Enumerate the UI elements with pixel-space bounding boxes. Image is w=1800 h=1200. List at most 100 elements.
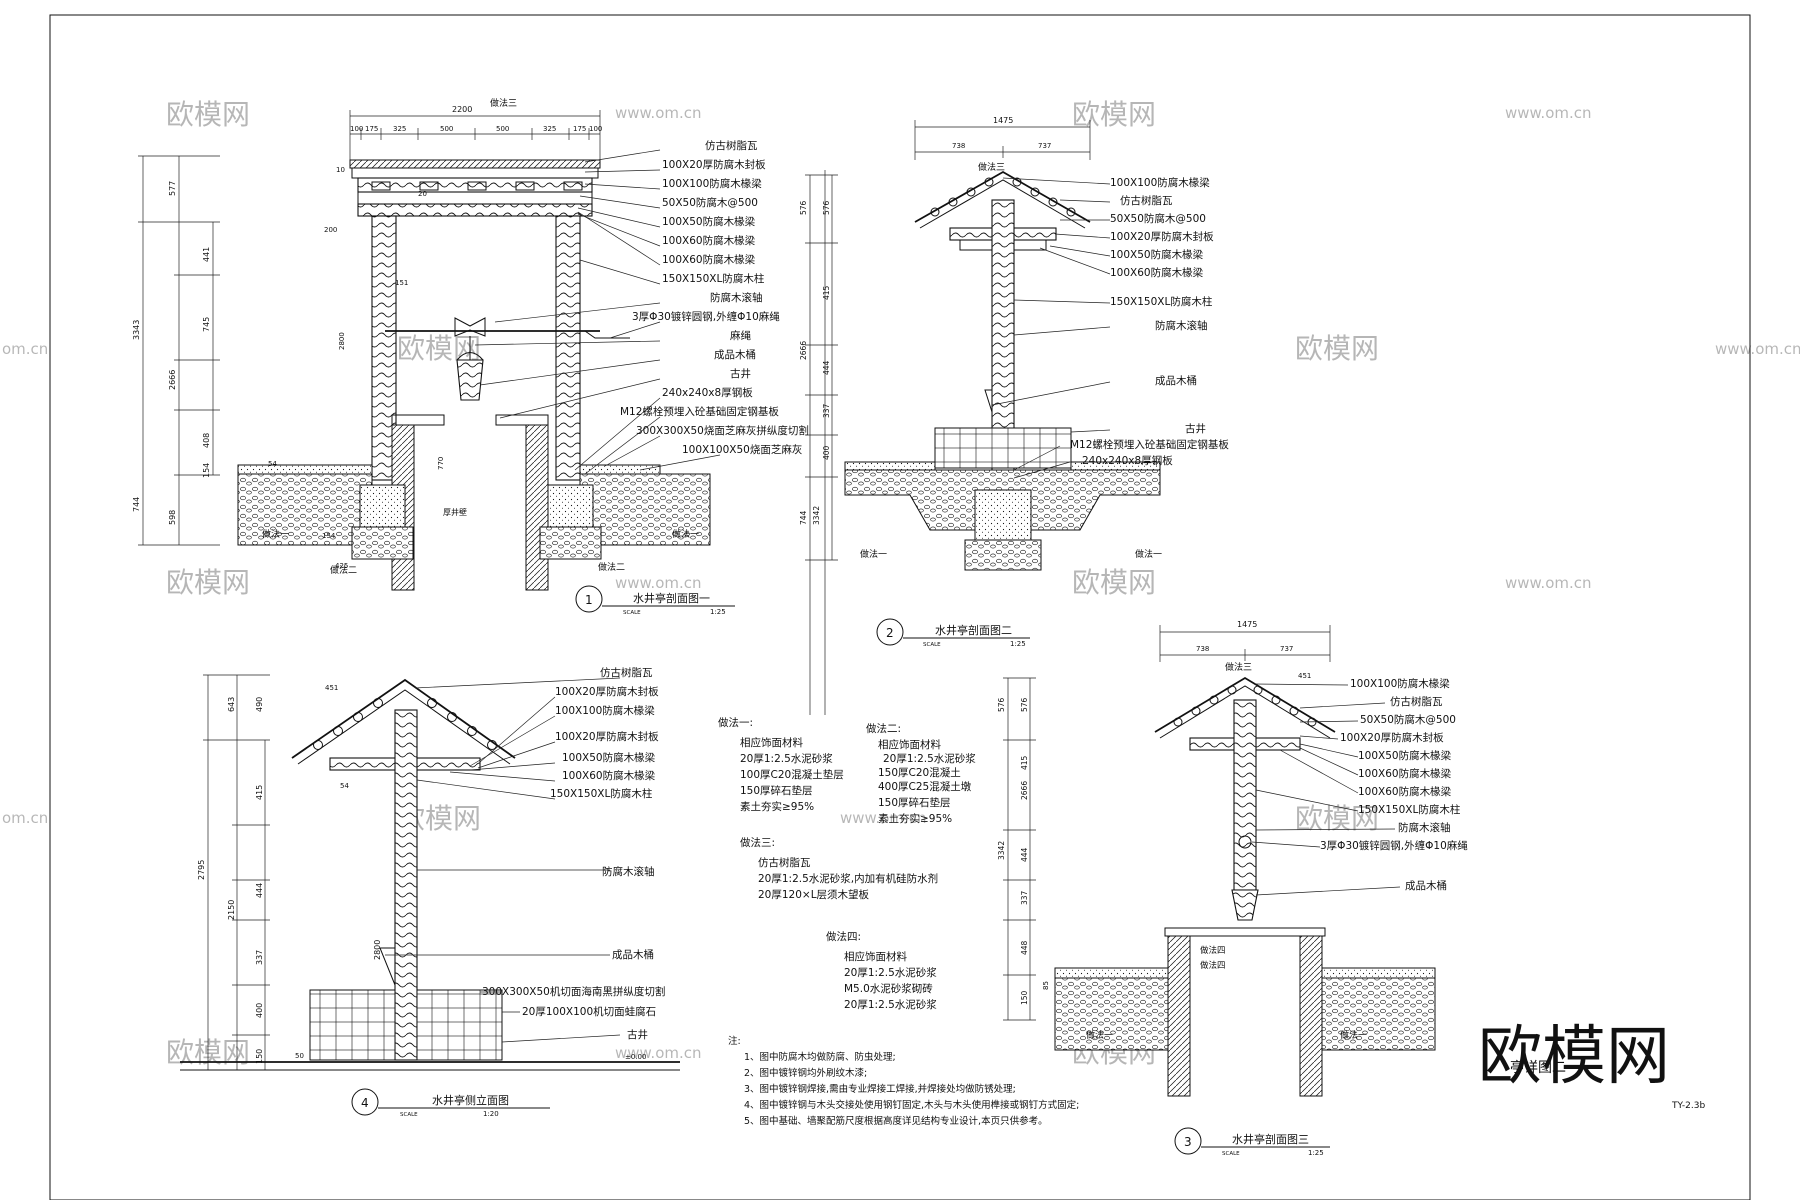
callout-label: 20厚100X100机切面蛙腐石: [522, 1005, 656, 1018]
dim-left: 3343: [132, 320, 141, 340]
note-line: 1、图中防腐木均做防腐、防虫处理;: [744, 1051, 896, 1063]
dim-left: 576: [997, 697, 1006, 712]
method-line: 400厚C25混凝土墩: [878, 780, 972, 793]
note-label: 做法四: [1200, 960, 1226, 971]
dim-left: 2795: [197, 860, 206, 880]
callout-label: 100X100防腐木椽梁: [555, 704, 655, 717]
method-line: 150厚碎石垫层: [740, 784, 813, 797]
watermark: www.om.cn: [615, 574, 702, 592]
dim-top: 2200: [452, 105, 472, 114]
note-label: 做法二: [598, 561, 625, 573]
callout-label: 100X60防腐木椽梁: [1358, 785, 1452, 798]
callout-label: 300X300X50机切面海南黑拼纵度切割: [482, 985, 665, 998]
method-line: 20厚1:2.5水泥砂浆: [844, 998, 937, 1011]
dim-top: 175: [365, 125, 378, 133]
note-line: 3、图中镀锌钢焊接,需由专业焊接工焊接,并焊接处均做防锈处理;: [744, 1083, 1016, 1095]
method-title: 做法三:: [740, 836, 775, 849]
view-3-section: 1475 738 737 做法三 451 576 576 2666 3342 4…: [997, 620, 1468, 1157]
callout-label: 防腐木滚轴: [710, 291, 763, 304]
dim-left: 415: [1020, 755, 1029, 770]
callout-label: 100X50防腐木椽梁: [562, 751, 656, 764]
dim-left: 448: [1020, 940, 1029, 955]
method-title: 做法四:: [826, 930, 861, 943]
method-line: 150厚C20混凝土: [878, 766, 961, 779]
general-notes: 注: 1、图中防腐木均做防腐、防虫处理; 2、图中镀锌钢均外刷纹木漆; 3、图中…: [728, 1035, 1079, 1127]
watermark: om.cn: [2, 809, 48, 827]
small-dim: 154: [322, 532, 336, 540]
dim-top: 1475: [993, 116, 1013, 125]
dim-left: 2666: [799, 341, 808, 360]
dim-top: 325: [393, 125, 406, 133]
title-block: 亭详图二 欧模网 TY-2.3b: [1478, 1020, 1705, 1111]
callout-label: 100X60防腐木椽梁: [1110, 266, 1204, 279]
method-line: 素土夯实≥95%: [740, 800, 814, 813]
callout-label: 成品木桶: [714, 348, 756, 361]
method-line: 100厚C20混凝土垫层: [740, 768, 844, 781]
note-line: 4、图中镀锌钢与木头交接处使用钢钉固定,木头与木头使用榫接或钢钉方式固定;: [744, 1099, 1079, 1111]
view-title: 水井亭剖面图一: [633, 591, 710, 605]
view-2-section: 1475 738 737 做法三 576 576 2666 415 444 33…: [799, 116, 1229, 715]
watermark: 欧模网: [1072, 98, 1156, 131]
dim-top: 737: [1280, 645, 1293, 653]
method-line: 20厚1:2.5水泥砂浆: [844, 966, 937, 979]
construction-methods: 做法一: 相应饰面材料 20厚1:2.5水泥砂浆 100厚C20混凝土垫层 15…: [718, 170, 976, 1011]
dim-left: 2150: [227, 900, 236, 920]
small-dim: ±0.00: [625, 1053, 646, 1061]
watermark: www.om.cn: [1505, 104, 1592, 122]
note-label: 做法一: [1086, 1029, 1113, 1041]
view-number: 4: [361, 1096, 369, 1110]
watermark: www.om.cn: [840, 809, 927, 827]
dim-top: 500: [496, 125, 509, 133]
callout-label: 100X60防腐木椽梁: [562, 769, 656, 782]
dim-top: 738: [1196, 645, 1209, 653]
dim-left: 400: [255, 1003, 264, 1018]
dim-left: 2666: [168, 370, 177, 390]
callout-label: 240x240x8厚钢板: [1082, 454, 1173, 467]
dim-left: 441: [202, 247, 211, 262]
view-scale-word: SCALE: [923, 642, 941, 648]
callout-label: 50X50防腐木@500: [1360, 713, 1456, 726]
callout-label: 100X20厚防腐木封板: [1110, 230, 1214, 243]
method-line: 相应饰面材料: [740, 736, 803, 749]
method-title: 做法一:: [718, 716, 753, 729]
watermark: www.om.cn: [1715, 340, 1800, 358]
view-1-section: 2200 100 175 325 500 500 325 175 100 做法三…: [132, 97, 809, 616]
dim-left: 3342: [997, 841, 1006, 860]
dim-left: 444: [822, 360, 831, 375]
note-label: 做法一: [860, 548, 887, 560]
callout-label: 防腐木滚轴: [1398, 821, 1451, 834]
dim-left: 576: [822, 200, 831, 215]
note-label: 做法四: [1200, 945, 1226, 956]
method-line: 20厚1:2.5水泥砂浆,内加有机硅防水剂: [758, 872, 938, 885]
callout-label: 150X150XL防腐木柱: [550, 787, 653, 800]
callout-label: 100X60防腐木椽梁: [662, 253, 756, 266]
callout-label: 100X20厚防腐木封板: [555, 730, 659, 743]
dim-top: 175: [573, 125, 586, 133]
small-dim: 770: [437, 457, 445, 470]
callout-label: M12螺栓预埋入砼基础固定钢基板: [620, 405, 779, 418]
callout-label: 100X60防腐木椽梁: [662, 234, 756, 247]
sheet-code: TY-2.3b: [1671, 1101, 1705, 1111]
dim-left: 490: [255, 697, 264, 712]
dim-left: 576: [799, 200, 808, 215]
callout-label: 150X150XL防腐木柱: [662, 272, 765, 285]
dim-left: 745: [202, 317, 211, 332]
view-title: 水井亭剖面图二: [935, 623, 1012, 637]
callout-label: 50X50防腐木@500: [662, 196, 758, 209]
callout-label: 150X150XL防腐木柱: [1110, 295, 1213, 308]
watermark: www.om.cn: [1505, 574, 1592, 592]
note-label: 做法一: [1340, 1029, 1367, 1041]
dim-left: 2800: [373, 940, 382, 960]
callout-label: 100X20厚防腐木封板: [1340, 731, 1444, 744]
callout-label: 成品木桶: [612, 948, 654, 961]
notes-title: 注:: [728, 1035, 741, 1047]
dim-left: 337: [822, 403, 831, 418]
view-number-circle: [575, 585, 603, 613]
small-dim: 425: [335, 562, 348, 570]
view-number: 2: [886, 626, 894, 640]
view-scale: 1:20: [483, 1110, 499, 1118]
dim-left: 744: [132, 497, 141, 512]
note-label: 做法三: [490, 97, 517, 109]
watermarks: 欧模网 www.om.cn 欧模网 www.om.cn om.cn 欧模网 欧模…: [2, 98, 1800, 1069]
dim-left: 744: [799, 510, 808, 525]
